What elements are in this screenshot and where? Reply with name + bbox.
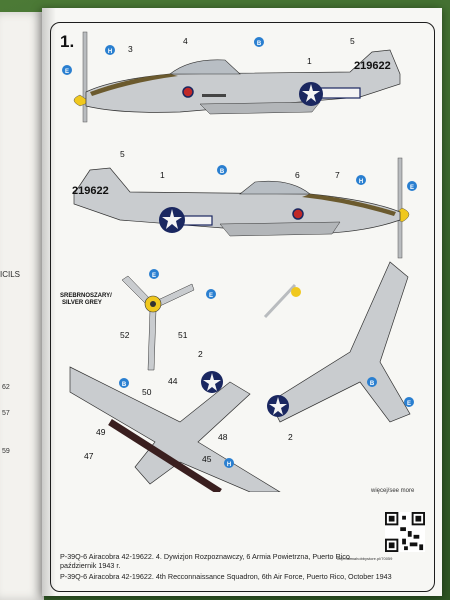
- paint-code-badge: [367, 377, 377, 387]
- paint-code-badge: [62, 65, 72, 75]
- olive-stripe: [302, 194, 396, 216]
- profile-view-right: 219622: [72, 157, 410, 259]
- wing: [219, 221, 341, 237]
- wing: [199, 101, 321, 115]
- propeller-blade: [82, 31, 88, 123]
- callout-number: 51: [178, 330, 188, 340]
- side-strip-number: 57: [2, 410, 10, 417]
- see-more-label: więcej/see more: [371, 488, 415, 494]
- callout-number: 49: [96, 427, 106, 437]
- callout-number: 3: [128, 44, 133, 54]
- left-page-edge: ICILS 62 57 59: [0, 12, 44, 600]
- paint-code-label: E: [65, 69, 69, 75]
- paint-code-badge: [254, 37, 264, 47]
- callout-number: 44: [168, 376, 178, 386]
- paint-code-badge: [217, 165, 227, 175]
- fuselage: [73, 167, 401, 235]
- callout-number: 1: [307, 56, 312, 66]
- nose-art-insignia: [292, 208, 304, 220]
- page-frame: [50, 22, 435, 592]
- caption-polish-line1: P-39Q-6 Airacobra 42-19622. 4. Dywizjon …: [60, 552, 352, 561]
- paint-code-badge: [119, 378, 129, 388]
- callout-number: 1: [160, 170, 165, 180]
- aircraft-drawings: 219622 219622 SREBRNOSZARY/ SILVER GREY …: [60, 31, 417, 492]
- caption-polish-line2: październik 1943 r.: [60, 561, 121, 570]
- paint-code-label: B: [220, 169, 225, 175]
- propeller-blade: [397, 157, 403, 259]
- tail-serial: 219622: [72, 185, 109, 197]
- paint-code-label: H: [108, 49, 112, 55]
- roundel-star: [162, 209, 182, 229]
- callout-number: 6: [295, 170, 300, 180]
- tail-serial: 219622: [354, 60, 391, 72]
- figure-number: 1.: [60, 32, 75, 51]
- paint-code-label: E: [410, 185, 414, 191]
- side-strip-number: 59: [2, 448, 10, 455]
- callout-number: 5: [350, 36, 355, 46]
- paint-code-label: H: [227, 462, 231, 468]
- paint-code-badge: [149, 269, 159, 279]
- roundel-star: [302, 84, 320, 102]
- callout-number: 2: [198, 349, 203, 359]
- paint-code-label: E: [209, 293, 213, 299]
- callout-number: 45: [202, 454, 212, 464]
- paint-code-badges: E H B B H E E E B H B E: [62, 37, 417, 468]
- side-strip-label: ICILS: [0, 270, 21, 279]
- callout-number: 48: [218, 432, 228, 442]
- side-strip-number: 62: [2, 384, 10, 391]
- propeller-detail: SREBRNOSZARY/ SILVER GREY 52 51: [60, 275, 195, 371]
- paint-code-label: B: [370, 381, 375, 387]
- caption-english: P-39Q-6 Airacobra 42-19622. 4th Recconna…: [60, 572, 392, 581]
- callout-number: 2: [288, 432, 293, 442]
- paint-code-badge: [224, 458, 234, 468]
- callout-number: 47: [84, 451, 94, 461]
- propeller-note-line: SILVER GREY: [62, 300, 102, 306]
- paint-code-label: H: [359, 179, 363, 185]
- paint-code-badge: [404, 397, 414, 407]
- canopy: [239, 180, 311, 195]
- paint-code-label: E: [152, 273, 156, 279]
- top-plan-view: [263, 261, 411, 423]
- callout-number: 52: [120, 330, 130, 340]
- callout-number: 7: [335, 170, 340, 180]
- callout-number: 5: [120, 149, 125, 159]
- olive-stripe: [90, 74, 178, 96]
- top-airframe: [269, 261, 411, 423]
- paint-code-badge: [206, 289, 216, 299]
- paint-code-badge: [356, 175, 366, 185]
- paint-code-badge: [407, 181, 417, 191]
- paint-code-badge: [105, 45, 115, 55]
- exhaust-stacks: [202, 94, 226, 97]
- propeller-note: SREBRNOSZARY/ SILVER GREY: [60, 293, 113, 306]
- qr-url: http://armahobbystore.pl/70059: [337, 556, 393, 561]
- propeller-note-line: SREBRNOSZARY/: [60, 293, 112, 299]
- callout-number: 50: [142, 387, 152, 397]
- canopy: [169, 59, 241, 75]
- nose-art-insignia: [182, 86, 194, 98]
- paint-code-label: B: [122, 382, 127, 388]
- profile-view-left: 219622: [73, 31, 401, 123]
- paint-code-label: E: [407, 401, 411, 407]
- paint-code-label: B: [257, 41, 262, 47]
- roundel-star: [203, 373, 221, 391]
- roundel-star: [269, 397, 287, 415]
- propeller-blade: [263, 283, 297, 319]
- underside-olive-band: [108, 419, 222, 492]
- qr-code[interactable]: [385, 512, 425, 552]
- spinner: [291, 287, 301, 297]
- callout-number: 4: [183, 36, 188, 46]
